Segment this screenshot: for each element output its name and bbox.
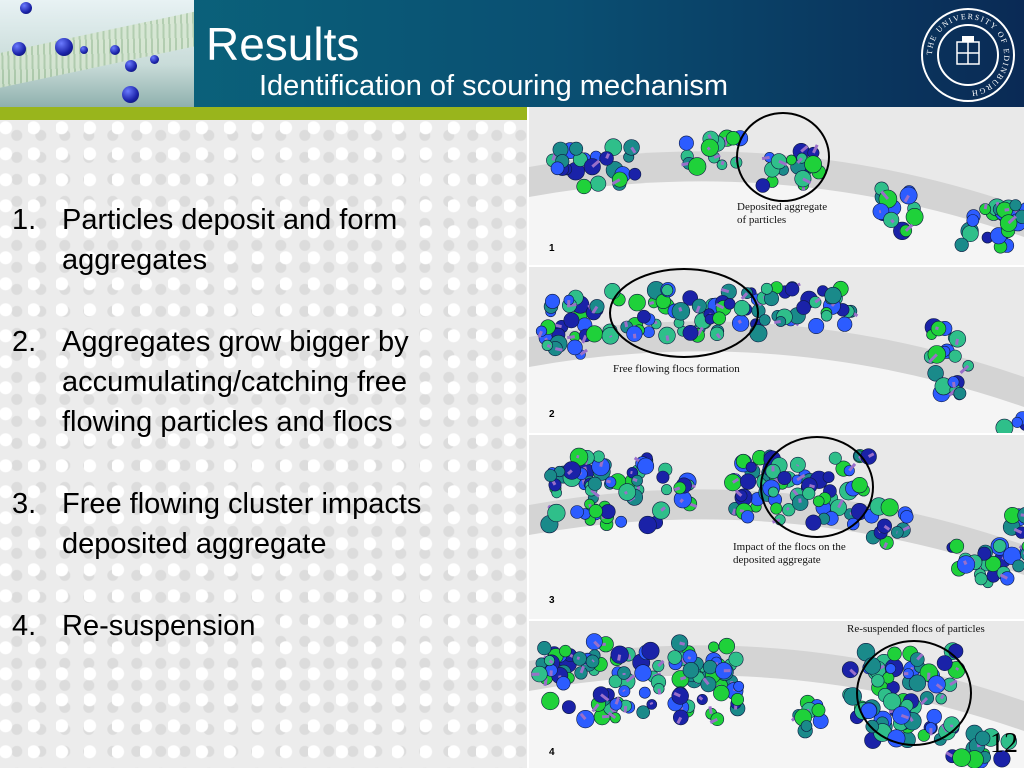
particle-simulation-image [529,268,1024,433]
slide-title: Results [206,18,360,70]
panel-number: 4 [549,747,555,758]
panel-caption-line: deposited aggregate [733,554,821,566]
university-crest-logo: THE UNIVERSITY OF EDINBURGH [921,8,1015,102]
list-item-text: Particles deposit and form [62,204,398,236]
particle-simulation-image [529,436,1024,619]
slide-header: Results Identification of scouring mecha… [0,0,1024,107]
list-item-number: 4. [12,610,37,642]
content-background [0,120,527,768]
panel-caption-line: Impact of the flocs on the [733,541,846,553]
panel-caption: Free flowing flocs formation [613,363,740,376]
panel-number: 3 [549,595,555,606]
highlight-ellipse [609,268,759,358]
list-item-text: deposited aggregate [62,528,327,560]
panel-caption-line: Deposited aggregate [737,201,828,213]
highlight-ellipse [760,436,874,538]
list-item-text: Free flowing cluster impacts [62,488,422,520]
crest-shield-icon [956,36,980,65]
highlight-ellipse [736,112,830,202]
list-item-text: Aggregates grow bigger by [62,326,409,358]
list-item-number: 1. [12,204,37,236]
mechanism-steps-list: 1. Particles deposit and form aggregates 2.… [12,200,522,688]
panel-number: 2 [549,409,555,420]
simulation-panel-2: Free flowing flocs formation 2 [529,267,1024,433]
list-item: 2. Aggregates grow bigger by accumulating/… [12,322,522,442]
accent-divider [0,107,527,120]
panel-caption-line: Free flowing flocs formation [613,363,740,375]
page-number: 12 [990,728,1018,759]
list-item-text: accumulating/catching free [62,366,407,398]
slide-subtitle: Identification of scouring mechanism [259,70,729,102]
list-item-text: aggregates [62,244,208,276]
list-item: 4. Re-suspension [12,606,522,646]
list-item: 1. Particles deposit and form aggregates [12,200,522,280]
header-particle-image [0,0,194,107]
list-item-number: 3. [12,488,37,520]
particle-simulation-image [529,112,1024,265]
list-item: 3. Free flowing cluster impacts deposited … [12,484,522,564]
highlight-ellipse [856,640,972,746]
list-item-text: flowing particles and flocs [62,406,393,438]
particle-simulation-image [529,633,1024,768]
panel-number: 1 [549,243,555,254]
panel-caption-line: of particles [737,214,787,226]
list-item-number: 2. [12,326,37,358]
panel-caption: Re-suspended flocs of particles [847,623,985,636]
panel-caption-line: Re-suspended flocs of particles [847,623,985,635]
list-item-text: Re-suspension [62,610,256,642]
simulation-panel-4: Re-suspended flocs of particles 4 [529,621,1024,768]
